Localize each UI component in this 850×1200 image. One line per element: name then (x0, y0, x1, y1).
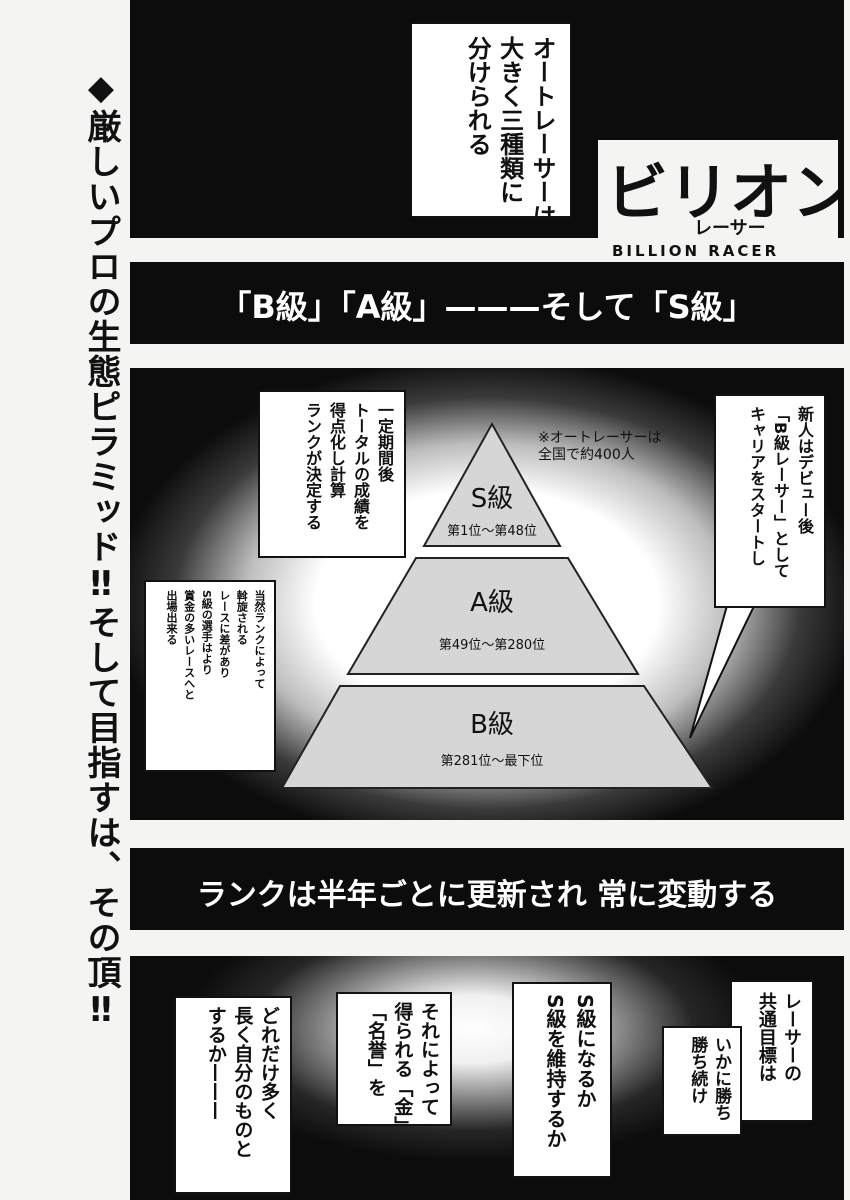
text-line: オートレーサーは (528, 36, 556, 218)
text-line: S級になるか (573, 994, 597, 1109)
goal-box-win-text: いかに勝ち 勝ち続け (684, 1036, 732, 1121)
text-line: 共通目標は (755, 992, 777, 1082)
goal-box-money-fame-text: それによって 得られる「金」 「名誉」を (362, 1002, 442, 1126)
pyramid-tier-b (280, 685, 714, 789)
text-line: S級の選手はより (200, 590, 214, 675)
note-line: ※オートレーサーは (538, 430, 662, 446)
goal-box-common-text: レーサーの 共通目標は (754, 992, 804, 1082)
text-line: 長く自分のものと (231, 1006, 254, 1158)
text-line: 賞金の多いレースへと (182, 590, 196, 700)
text-line: ランクが決定する (303, 402, 322, 530)
tier-a-range: 第49位〜第280位 (438, 638, 546, 653)
rookie-speech-text: 新人はデビュー後 「B級レーサー」として キャリアをスタートし (744, 406, 816, 578)
text-line: 出場出来る (165, 590, 179, 645)
tier-s-name: S級 (470, 484, 514, 514)
text-line: 「B級レーサー」として (771, 406, 790, 579)
goal-box-how-long: どれだけ多く 長く自分のものと するか——— (174, 996, 292, 1194)
logo-english: BILLION RACER (612, 242, 779, 260)
billion-racer-logo: ビリオン レーサー BILLION RACER (598, 140, 850, 260)
text-line: 当然ランクによって (253, 590, 266, 689)
population-note: ※オートレーサーは 全国で約400人 (538, 430, 661, 464)
caption-rank-update: ランクは半年ごとに更新され 常に変動する (196, 878, 778, 913)
pyramid-tier-s (422, 421, 562, 547)
text-line: 勝ち続け (687, 1036, 708, 1104)
tier-s-range: 第1位〜第48位 (447, 524, 537, 539)
race-difference-text: 当然ランクによって 斡旋される レースに差があり S級の選手はより 賞金の多いレ… (162, 590, 268, 700)
goal-box-s-class-text: S級になるか S級を維持するか (540, 994, 600, 1148)
rookie-speech-bubble: 新人はデビュー後 「B級レーサー」として キャリアをスタートし (714, 394, 826, 608)
text-line: レーサーの (781, 992, 802, 1082)
speech-box-intro: オートレーサーは 大きく三種類に 分けられる (410, 22, 572, 218)
race-difference-box: 当然ランクによって 斡旋される レースに差があり S級の選手はより 賞金の多いレ… (144, 580, 276, 772)
goal-box-win: いかに勝ち 勝ち続け (662, 1026, 742, 1136)
text-line: どれだけ多く (258, 1006, 280, 1120)
panel-pyramid: S級 第1位〜第48位 A級 第49位〜第280位 B級 第281位〜最下位 ※… (130, 368, 844, 820)
text-line: 新人はデビュー後 (795, 406, 814, 534)
text-line: 得られる「金」 (391, 1002, 414, 1126)
text-line: 分けられる (463, 36, 492, 156)
note-line: 全国で約400人 (538, 446, 635, 463)
tier-a-name: A級 (470, 588, 514, 618)
goal-box-s-class: S級になるか S級を維持するか (512, 982, 612, 1178)
goal-box-money-fame: それによって 得られる「金」 「名誉」を (336, 992, 452, 1126)
pyramid-tier-a (346, 557, 640, 675)
text-line: それによって (418, 1002, 440, 1116)
panel-caption-rank-update: ランクは半年ごとに更新され 常に変動する (130, 848, 844, 930)
vertical-heading: ◆厳しいプロの生態ピラミッド‼そして目指すは、その頂‼ (81, 68, 121, 1031)
text-line: レースに差があり (217, 590, 231, 678)
text-line: 斡旋される (235, 590, 249, 645)
panel-intro: オートレーサーは 大きく三種類に 分けられる (130, 0, 844, 238)
speech-box-intro-text: オートレーサーは 大きく三種類に 分けられる (461, 36, 558, 218)
logo-main: ビリオン (606, 156, 838, 229)
tier-b-range: 第281位〜最下位 (440, 754, 544, 769)
goal-box-how-long-text: どれだけ多く 長く自分のものと するか——— (202, 1006, 282, 1158)
pyramid (280, 421, 714, 789)
caption-classes: 「B級」「A級」———そして「S級」 (219, 288, 755, 326)
text-line: 得点化し計算 (327, 402, 346, 498)
logo-sub: レーサー (694, 218, 766, 239)
text-line: 「名誉」を (364, 1002, 387, 1097)
text-line: トータルの成績を (351, 402, 370, 530)
text-line: いかに勝ち (711, 1036, 731, 1121)
text-line: 大きく三種類に (495, 36, 524, 204)
text-line: するか——— (204, 1006, 227, 1120)
goal-box-common: レーサーの 共通目標は (730, 980, 814, 1122)
text-line: S級を維持するか (543, 994, 567, 1149)
ranking-method-box: 一定期間後 トータルの成績を 得点化し計算 ランクが決定する (258, 390, 406, 558)
panel-goals: レーサーの 共通目標は いかに勝ち 勝ち続け S級になるか S級を維持するか そ… (130, 956, 844, 1200)
tier-b-name: B級 (470, 710, 514, 740)
text-line: キャリアをスタートし (747, 406, 766, 566)
panel-caption-classes: 「B級」「A級」———そして「S級」 (130, 262, 844, 344)
ranking-method-text: 一定期間後 トータルの成績を 得点化し計算 ランクが決定する (300, 402, 396, 530)
text-line: 一定期間後 (375, 402, 394, 482)
